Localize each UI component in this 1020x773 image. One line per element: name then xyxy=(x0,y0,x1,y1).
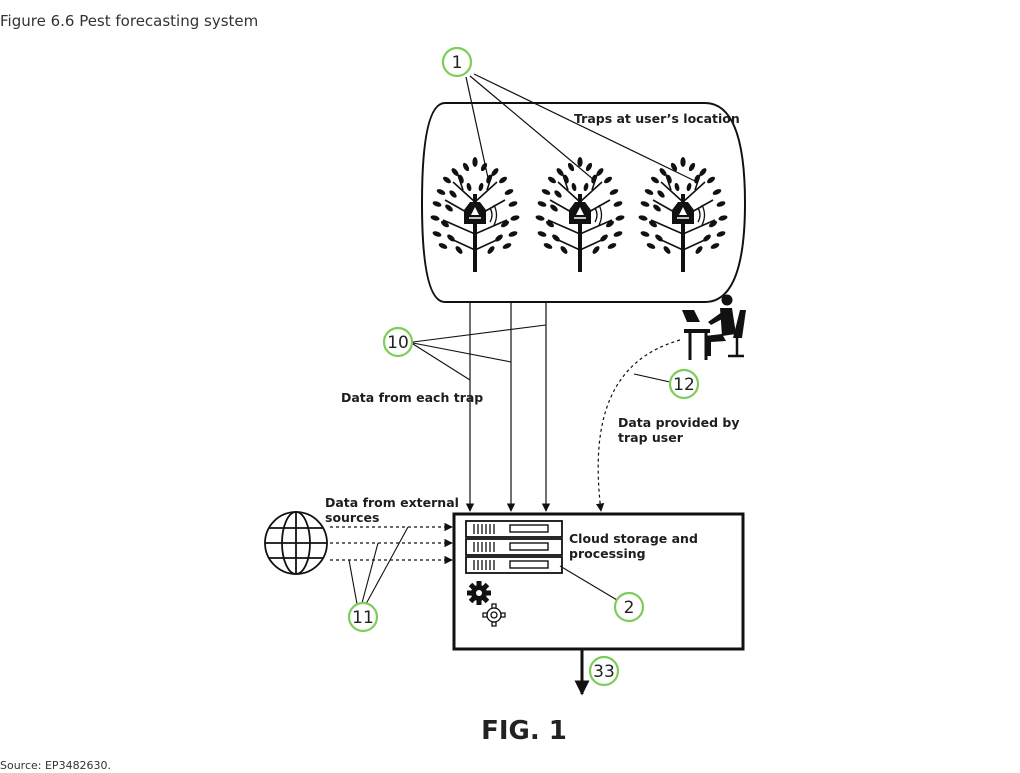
callout-12-circle xyxy=(668,368,700,400)
user-data-line xyxy=(595,339,681,512)
tree-trap-1-icon xyxy=(427,155,523,274)
callout-33: 33 xyxy=(593,662,615,682)
traps-label: Traps at user’s location xyxy=(574,111,740,126)
trap-user-icon xyxy=(682,294,746,360)
callout-12: 12 xyxy=(673,375,695,395)
data-user-label-line1: Data provided by xyxy=(618,415,740,430)
callout-10-circle xyxy=(382,326,414,358)
globe-icon xyxy=(264,511,328,575)
callout-11: 11 xyxy=(352,608,374,628)
cloud-box xyxy=(452,512,745,651)
callout-2: 2 xyxy=(624,598,635,618)
figure-label: FIG. 1 xyxy=(481,716,567,746)
external-label-line2: sources xyxy=(325,510,379,525)
figure-caption: Figure 6.6 Pest forecasting system xyxy=(0,12,259,30)
trap-area-outline xyxy=(420,102,747,303)
cloud-label-line1: Cloud storage and xyxy=(569,531,698,546)
callout-2-circle xyxy=(613,591,645,623)
tree-trap-2-icon xyxy=(532,155,628,274)
external-label-line1: Data from external xyxy=(325,495,459,510)
callout-11-circle xyxy=(347,601,379,633)
callout-10: 10 xyxy=(387,333,409,353)
cloud-label-line2: processing xyxy=(569,546,646,561)
source-note: Source: EP3482630. xyxy=(0,759,112,772)
tree-trap-3-icon xyxy=(635,155,731,274)
callout-33-circle xyxy=(588,655,620,687)
callout-1-circle xyxy=(441,46,473,78)
gears-icon xyxy=(467,581,506,627)
callout-1: 1 xyxy=(452,53,463,73)
data-user-label-line2: trap user xyxy=(618,430,684,445)
data-each-trap-label: Data from each trap xyxy=(341,390,483,405)
